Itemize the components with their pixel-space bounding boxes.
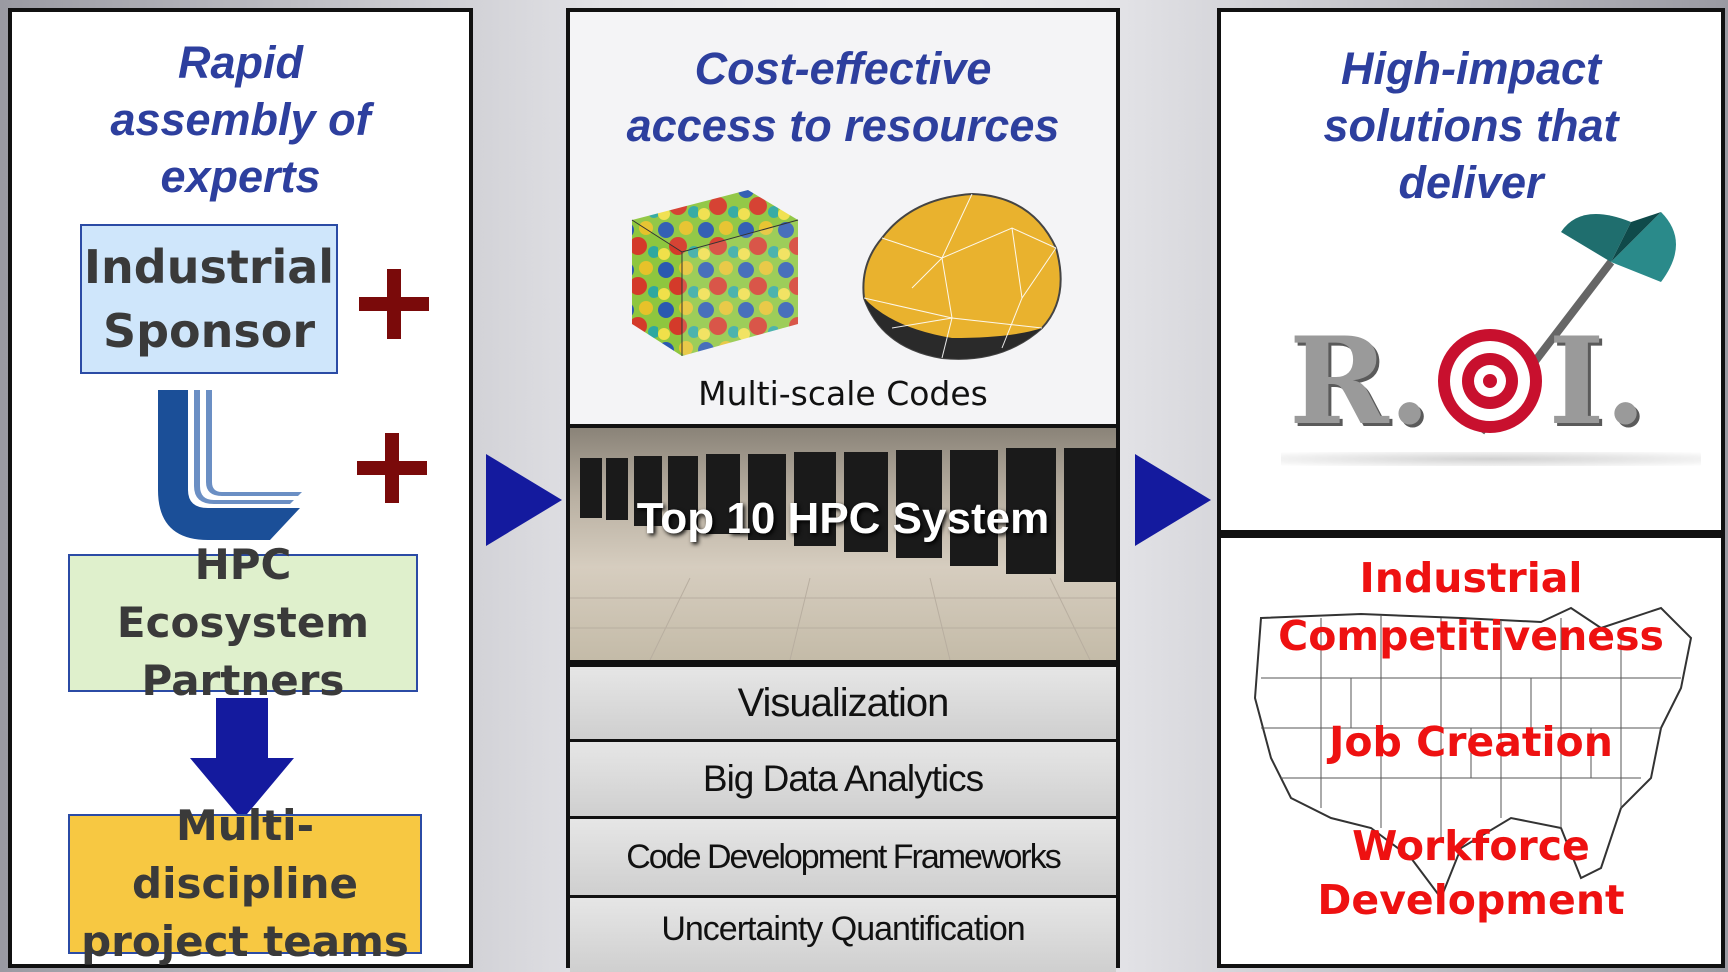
project-teams-box: Multi-discipline project teams (68, 801, 422, 966)
industrial-sponsor-line: Sponsor (102, 304, 316, 358)
us-map-icon (1253, 606, 1693, 901)
right-arrow-icon (1135, 454, 1211, 546)
plus-icon (359, 269, 429, 339)
hpc-partners-line: HPC Ecosystem (116, 540, 370, 647)
target-icon (1437, 329, 1542, 433)
hpc-partners-box: HPC Ecosystem Partners (68, 540, 418, 705)
experts-heading-line: assembly of (110, 94, 371, 145)
outcomes-panel: Industrial Competitiveness Job Creation … (1217, 534, 1725, 968)
outcome-competitiveness: Competitiveness (1278, 612, 1664, 660)
right-arrow-icon (486, 454, 562, 546)
project-teams-line: Multi-discipline (132, 801, 358, 908)
resource-row-uncertainty: Uncertainty Quantification (570, 895, 1116, 972)
industrial-sponsor-line: Industrial (83, 240, 335, 294)
experts-panel: Rapid assembly of experts Industrial Spo… (8, 8, 473, 968)
hpc-system-label: Top 10 HPC System (636, 494, 1050, 543)
outcome-industrial: Industrial (1359, 554, 1583, 602)
roi-graphic: R . I . (1261, 202, 1701, 482)
plus-icon (357, 433, 427, 503)
resources-panel: Cost-effective access to resources (566, 8, 1120, 972)
hpc-system-image: Top 10 HPC System (570, 424, 1116, 664)
server-racks-icon (570, 448, 1116, 660)
project-teams-line: project teams (81, 917, 409, 966)
resource-row-big-data: Big Data Analytics (570, 739, 1116, 816)
solutions-heading-line: deliver (1398, 157, 1544, 208)
multiscale-caption: Multi-scale Codes (698, 374, 988, 413)
resources-heading-line: Cost-effective (694, 43, 992, 94)
roi-letter-r: R (1289, 311, 1389, 452)
resource-row-visualization: Visualization (570, 664, 1116, 739)
solutions-heading-line: solutions that (1323, 100, 1619, 151)
lab-logo-icon (158, 390, 302, 540)
solutions-heading-line: High-impact (1340, 43, 1601, 94)
industrial-sponsor-box: Industrial Sponsor (80, 224, 338, 374)
solutions-heading: High-impact solutions that deliver (1221, 40, 1721, 211)
hpc-partners-line: Partners (141, 656, 345, 705)
experts-heading-line: Rapid (177, 37, 303, 88)
roi-shadow (1281, 452, 1701, 466)
microstructure-cube-image (631, 190, 799, 356)
solutions-panel: High-impact solutions that deliver R . I… (1217, 8, 1725, 534)
outcome-workforce: Workforce (1352, 822, 1590, 870)
outcome-job-creation: Job Creation (1329, 718, 1613, 766)
roi-dot: . (1388, 311, 1431, 452)
experts-heading-line: experts (160, 151, 321, 202)
down-arrow-icon (190, 698, 294, 820)
grain-mesh-image (862, 192, 1062, 360)
roi-letter-i: I (1548, 311, 1605, 452)
outcome-development: Development (1317, 876, 1625, 924)
roi-letters: R . I . (1289, 322, 1689, 442)
resources-heading: Cost-effective access to resources (570, 40, 1116, 154)
experts-heading: Rapid assembly of experts (12, 34, 469, 205)
roi-dot: . (1604, 311, 1647, 452)
resources-heading-line: access to resources (626, 100, 1060, 151)
resource-row-code-frameworks: Code Development Frameworks (570, 816, 1116, 895)
